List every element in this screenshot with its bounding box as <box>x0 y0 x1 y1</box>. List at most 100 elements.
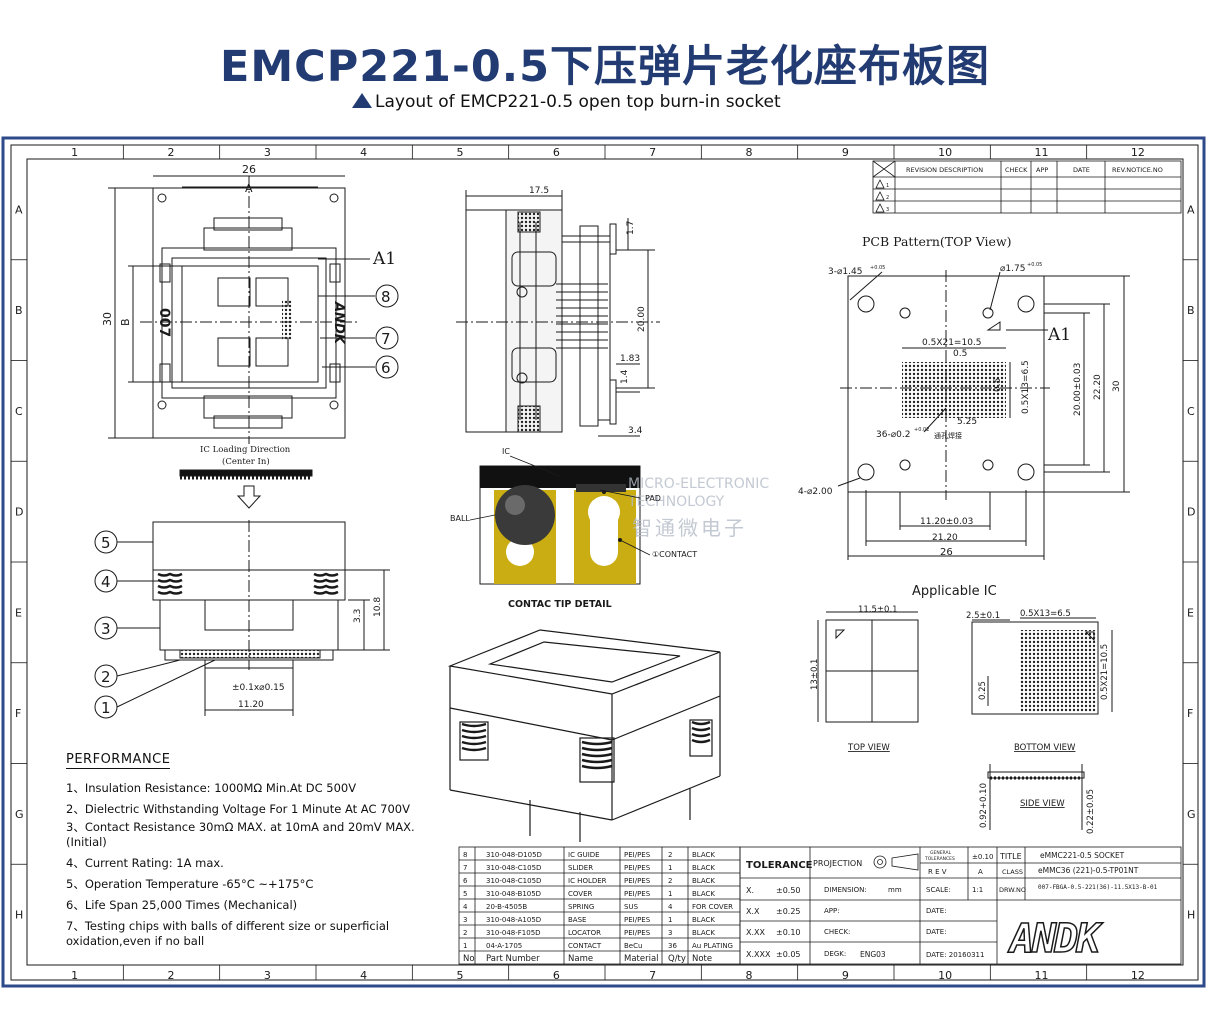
bom-cell: 310-048-A105D <box>486 916 541 924</box>
bom-cell: PEI/PES <box>624 929 651 937</box>
tol-xxxx-val: ±0.05 <box>776 950 801 959</box>
pcb-dim-0521: 0.5X21=10.5 <box>922 338 982 348</box>
bom-cell: BLACK <box>692 877 715 885</box>
grid-col-label-top-1: 1 <box>71 146 78 159</box>
bom-cell: PEI/PES <box>624 864 651 872</box>
bom-cell: PEI/PES <box>624 890 651 898</box>
grid-col-label-bottom-10: 10 <box>938 969 952 982</box>
section-dim-pitch: ±0.1x⌀0.15 <box>232 683 285 693</box>
bom-cell: 3 <box>668 929 672 937</box>
rev-header-check: CHECK <box>1005 166 1028 174</box>
ic-dim-022: 0.22±0.05 <box>1086 789 1096 834</box>
ic-top-view-label: TOP VIEW <box>847 743 890 753</box>
bom-header-cell: No <box>463 954 475 964</box>
grid-col-label-bottom-12: 12 <box>1131 969 1145 982</box>
grid-row-label-left-D: D <box>15 506 23 519</box>
grid-col-label-bottom-2: 2 <box>168 969 175 982</box>
dim-30: 30 <box>101 312 114 326</box>
grid-row-label-right-D: D <box>1187 506 1195 519</box>
rev-header-date: DATE <box>1073 166 1090 174</box>
tol-x-key: X. <box>746 886 754 895</box>
pcb-dim-2220: 22.20 <box>1093 374 1103 400</box>
bom-cell: 36 <box>668 942 677 950</box>
grid-col-label-top-7: 7 <box>649 146 656 159</box>
down-arrow-icon <box>236 485 262 509</box>
pcb-dim-0513: 0.5X13=6.5 <box>1021 360 1031 414</box>
rev-row-2: 2 <box>886 195 889 201</box>
bom-cell: SPRING <box>568 903 594 911</box>
ic-bottom-view-label: BOTTOM VIEW <box>1014 743 1076 753</box>
ic-dim-0513: 0.5X13=6.5 <box>1020 609 1071 619</box>
class-value: eMMC36 (221)-0.5-TP01NT <box>1038 866 1139 875</box>
performance-item-6: 6、Life Span 25,000 Times (Mechanical) <box>66 898 298 912</box>
pcb-holes3: 3-⌀1.45 <box>828 267 862 277</box>
pcb-pads: 36-⌀0.2 <box>876 430 910 440</box>
watermark-en1: MICRO-ELECTRONIC <box>628 476 769 492</box>
ic-dim-092: 0.92+0.10 <box>979 783 989 828</box>
grid-row-label-left-H: H <box>15 909 23 922</box>
grid-row-label-right-C: C <box>1187 405 1195 418</box>
performance-item-5: 5、Operation Temperature -65°C ~+175°C <box>66 877 314 891</box>
grid-row-label-right-A: A <box>1187 203 1195 216</box>
bom-cell: BLACK <box>692 864 715 872</box>
performance-item-4: 4、Current Rating: 1A max. <box>66 856 224 870</box>
tol-xxx-key: X.XX <box>746 928 766 937</box>
loading-direction-label: IC Loading Direction <box>200 445 291 455</box>
tol-xxx-val: ±0.10 <box>776 928 801 937</box>
pcb-dim-05b: 0.5 <box>993 378 1003 392</box>
pcb-hole175: ⌀1.75 <box>1000 264 1025 274</box>
ic-dim-115: 11.5±0.1 <box>858 605 898 615</box>
bom-cell: 4 <box>463 903 468 911</box>
degk-label: DEGK: <box>824 950 846 958</box>
callout-5: 5 <box>101 534 111 552</box>
grid-row-label-right-B: B <box>1187 304 1195 317</box>
grid-row-label-left-A: A <box>15 203 23 216</box>
socket-side-view <box>456 190 660 437</box>
ic-dim-0521: 0.5X21=10.5 <box>1100 644 1110 700</box>
bom-header-cell: Q/ty <box>668 954 686 964</box>
dim-b: B <box>119 318 132 326</box>
grid-col-label-top-9: 9 <box>842 146 849 159</box>
grid-col-label-bottom-11: 11 <box>1035 969 1049 982</box>
date-value: DATE: 20160311 <box>926 951 984 959</box>
side-dim-20: 20.00 <box>637 306 647 332</box>
pcb-dim-30: 30 <box>1112 380 1122 392</box>
grid-row-label-left-E: E <box>15 606 22 619</box>
title-label: TITLE <box>999 852 1022 861</box>
dim-a: A <box>245 182 253 195</box>
general-tol-2: TOLERANCES <box>924 856 955 862</box>
bom-cell: BLACK <box>692 916 715 924</box>
subtitle-text: Layout of EMCP221-0.5 open top burn-in s… <box>375 92 781 112</box>
date-label-1: DATE: <box>926 907 947 915</box>
bom-cell: IC GUIDE <box>568 851 600 859</box>
sheet-outer-frame <box>1 136 1206 988</box>
bom-cell: 1 <box>668 890 672 898</box>
grid-col-label-bottom-8: 8 <box>746 969 753 982</box>
pcb-holes3-tol: +0.05 <box>870 265 885 271</box>
bom-cell: 310-048-B105D <box>486 890 541 898</box>
bom-cell: 8 <box>463 851 467 859</box>
bom-header-cell: Name <box>568 954 593 964</box>
socket-brand-marking: ANDK <box>331 301 346 345</box>
ic-dim-13: 13±0.1 <box>810 659 820 690</box>
drw-label: DRW.NO <box>999 886 1026 894</box>
pcb-dim-1120: 11.20±0.03 <box>920 517 973 527</box>
grid-col-label-top-10: 10 <box>938 146 952 159</box>
ic-dim-025: 0.25 <box>978 681 988 700</box>
pcb-pattern <box>837 270 1130 560</box>
tol-xx-val: ±0.25 <box>776 907 801 916</box>
side-dim-34: 3.4 <box>628 426 643 436</box>
general-tol-val: ±0.10 <box>972 853 993 861</box>
pcb-dim-2000: 20.00±0.03 <box>1073 363 1083 416</box>
pcb-holes4: 4-⌀2.00 <box>798 487 833 497</box>
bom-cell: 310-048-D105D <box>486 851 542 859</box>
section-dim-1120: 11.20 <box>238 700 264 710</box>
tol-xx-key: X.X <box>746 907 760 916</box>
bom-cell: BLACK <box>692 851 715 859</box>
watermark-cn: 智通微电子 <box>632 516 747 540</box>
date-label-2: DATE: <box>926 928 947 936</box>
rev-row-3: 3 <box>886 207 889 213</box>
bom-cell: PEI/PES <box>624 851 651 859</box>
